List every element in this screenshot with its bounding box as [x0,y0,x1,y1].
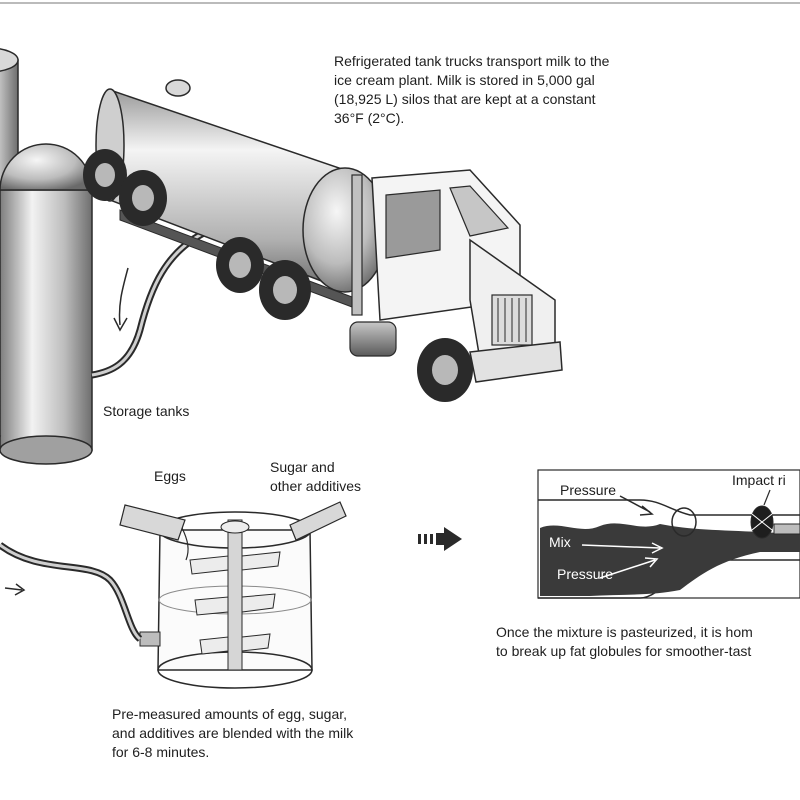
storage-tanks-label: Storage tanks [103,403,190,419]
flow-arrow-down [113,267,129,332]
homogenize-caption: Once the mixture is pasteurized, it is h… [496,624,753,659]
eggs-label: Eggs [154,468,186,484]
flow-arrow-right [4,583,26,596]
mix-label: Mix [549,534,571,550]
pressure-bottom-label: Pressure [557,566,614,582]
storage-silo-front [0,143,93,465]
homogenizer [537,469,800,599]
milk-hose [91,226,212,379]
impact-ring-label: Impact ri [732,472,786,488]
pressure-top-label: Pressure [560,482,617,498]
sugar-additives-label: Sugar and other additives [270,459,362,494]
blending-vat [119,501,347,689]
tanker-truck [83,79,563,402]
vat-hose [0,542,143,642]
truck-caption: Refrigerated tank trucks transport milk … [334,53,610,126]
blend-caption: Pre-measured amounts of egg, sugar, and … [112,706,354,760]
process-arrow [418,527,462,551]
